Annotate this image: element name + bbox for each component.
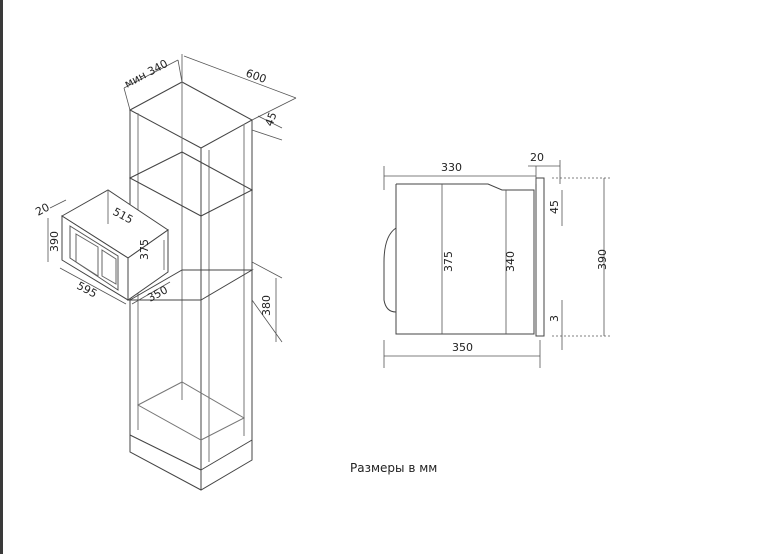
label-oven-height: 390 [48, 231, 61, 252]
label-niche-height: 380 [260, 295, 273, 316]
microwave-oven [61, 189, 169, 301]
label-oven-inner-height: 375 [138, 239, 151, 260]
dimension-labels: мин 340 600 45 20 515 390 375 595 350 38… [33, 57, 609, 354]
label-rear-gap: 45 [263, 110, 280, 128]
side-section [383, 177, 545, 337]
label-cabinet-width: 600 [244, 67, 268, 86]
label-total-depth: 350 [452, 341, 473, 354]
label-body-height: 375 [442, 251, 455, 272]
label-oven-width-bottom: 595 [75, 279, 100, 300]
label-niche-depth-min: мин 340 [122, 57, 170, 91]
tall-cabinet [128, 81, 254, 491]
label-oven-depth: 350 [145, 283, 170, 304]
label-body-depth: 330 [441, 161, 462, 174]
label-oven-top-offset: 20 [33, 201, 51, 219]
left-dimension-lines [47, 54, 297, 343]
label-bottom-gap: 3 [548, 315, 561, 322]
left-edge-bar [0, 0, 3, 554]
label-front-thickness: 20 [530, 151, 544, 164]
label-inner-height: 340 [504, 251, 517, 272]
label-top-gap: 45 [548, 200, 561, 214]
units-caption: Размеры в мм [350, 461, 438, 475]
right-dimension-lines [383, 160, 610, 368]
label-front-height: 390 [596, 249, 609, 270]
